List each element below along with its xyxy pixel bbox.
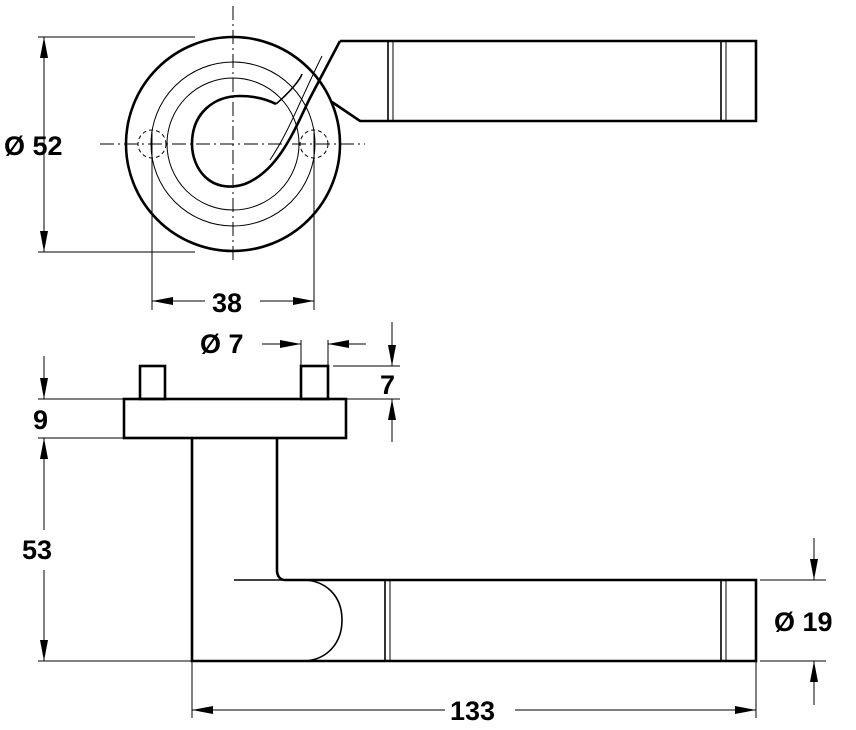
rose-diameter-label: Ø 52	[4, 131, 63, 161]
lever-neck-outline	[190, 40, 342, 188]
fixing-spacing-label: 38	[212, 288, 242, 318]
dim38-arrow-left	[152, 297, 173, 305]
rose-ring-2	[166, 77, 300, 211]
pin-height-label: 7	[380, 370, 395, 400]
h9-arrow-top	[40, 378, 48, 399]
lever-length-label: 133	[450, 696, 495, 726]
fixing-pin-right	[299, 364, 330, 401]
lever-diameter-label: Ø 19	[774, 607, 833, 637]
dim38-arrow-right	[293, 297, 314, 305]
rose-plate	[122, 397, 348, 440]
fixing-pin-left	[138, 364, 167, 401]
rose-thickness-label: 9	[33, 405, 48, 435]
h53-arrow-top	[40, 438, 48, 459]
l133-arrow-right	[735, 706, 756, 714]
h7-arrow-top	[388, 345, 396, 366]
lever-height-label: 53	[22, 535, 52, 565]
dia19-arrow-bottom	[810, 661, 818, 682]
lever-neck-contour	[269, 55, 323, 161]
h7-arrow-bottom	[388, 399, 396, 420]
dia52-arrow-bottom	[40, 231, 48, 252]
h53-arrow-bottom	[40, 640, 48, 661]
dia7-arrow-right	[328, 340, 349, 348]
rose-ring-1	[150, 61, 316, 227]
lever-side-outline	[190, 438, 758, 663]
dia19-arrow-top	[810, 559, 818, 580]
lever-body-top	[331, 39, 758, 123]
dia52-arrow-top	[40, 37, 48, 58]
lever-return-curve	[234, 579, 343, 662]
top-view: Ø 52 38	[4, 6, 758, 318]
side-view: Ø 7 7 9 53 Ø 19	[22, 322, 833, 726]
lever-neck-inner	[275, 73, 303, 105]
l133-arrow-left	[192, 706, 213, 714]
dia7-arrow-left	[280, 340, 301, 348]
rose-outer-circle	[124, 35, 342, 253]
pin-diameter-label: Ø 7	[200, 329, 244, 359]
